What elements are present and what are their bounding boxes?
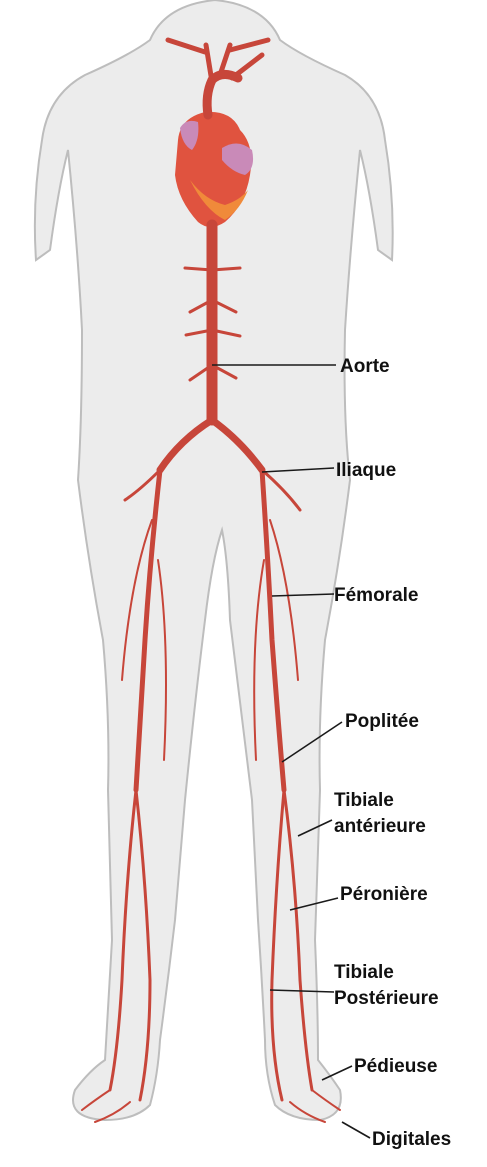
label-poplitee: Poplitée [345, 711, 419, 732]
label-iliaque: Iliaque [336, 460, 396, 481]
label-femorale: Fémorale [334, 585, 418, 606]
label-tibiale-anterieure-line1: Tibiale [334, 790, 394, 811]
leader-digitales [342, 1122, 370, 1138]
label-aorte: Aorte [340, 356, 390, 377]
label-peroniere: Péronière [340, 884, 428, 905]
label-digitales: Digitales [372, 1129, 451, 1150]
labels: Aorte Iliaque Fémorale Poplitée Tibiale … [334, 356, 451, 1150]
label-tibiale-posterieure-line2: Postérieure [334, 988, 439, 1009]
label-tibiale-anterieure-line2: antérieure [334, 816, 426, 837]
label-tibiale-posterieure-line1: Tibiale [334, 962, 394, 983]
label-pedieuse: Pédieuse [354, 1056, 437, 1077]
